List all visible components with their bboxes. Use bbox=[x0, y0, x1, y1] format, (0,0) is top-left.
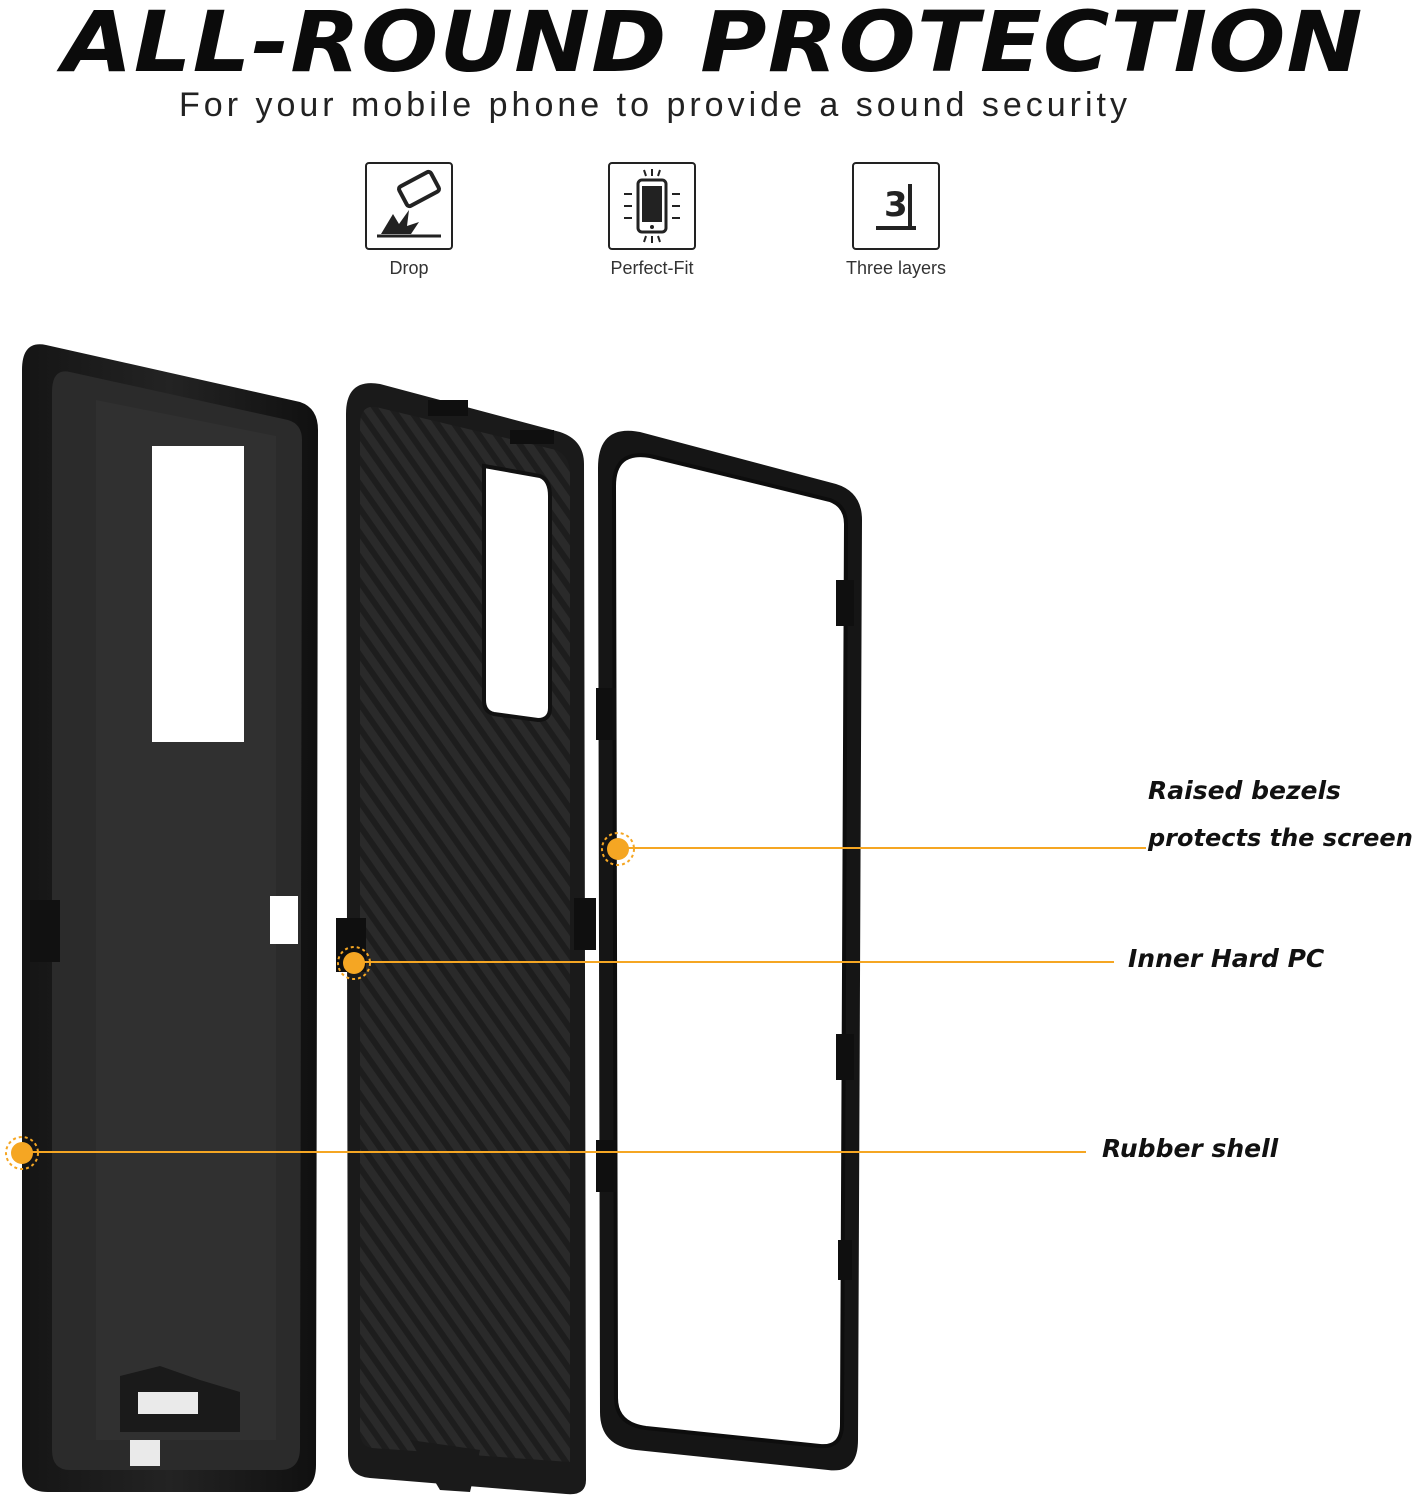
feature-perfect-fit-label: Perfect-Fit bbox=[610, 258, 694, 278]
callout-inner-pc-marker bbox=[337, 946, 1114, 980]
feature-three-layers-label: Three layers bbox=[845, 258, 947, 278]
callout-inner-hard-pc: Inner Hard PC bbox=[1128, 944, 1325, 973]
rubber-shell bbox=[22, 344, 318, 1493]
button-cutout bbox=[270, 896, 298, 944]
feature-drop: Drop bbox=[339, 162, 479, 279]
headline: ALL-ROUND PROTECTION bbox=[62, 0, 1364, 91]
drop-icon bbox=[365, 162, 453, 250]
callout-raised-bezels-marker bbox=[601, 832, 1146, 866]
feature-drop-label: Drop bbox=[389, 258, 429, 278]
three-layers-glyph: 3 bbox=[884, 185, 908, 225]
callout-raised-bezels-line1: Raised bezels bbox=[1148, 776, 1341, 805]
subheadline: For your mobile phone to provide a sound… bbox=[179, 86, 1131, 124]
perfect-fit-icon bbox=[608, 162, 696, 250]
inner-hard-pc bbox=[336, 383, 596, 1495]
callout-raised-bezels-line2: protects the screen bbox=[1148, 824, 1413, 852]
raised-bezel-frame bbox=[596, 430, 862, 1471]
feature-perfect-fit: Perfect-Fit bbox=[582, 162, 722, 279]
callout-rubber-shell-marker bbox=[5, 1136, 1086, 1170]
feature-three-layers: 3 Three layers bbox=[826, 162, 966, 279]
camera-cutout-inner bbox=[482, 463, 552, 723]
camera-cutout bbox=[152, 446, 244, 742]
callout-rubber-shell: Rubber shell bbox=[1102, 1134, 1279, 1163]
three-layers-icon: 3 bbox=[852, 162, 940, 250]
